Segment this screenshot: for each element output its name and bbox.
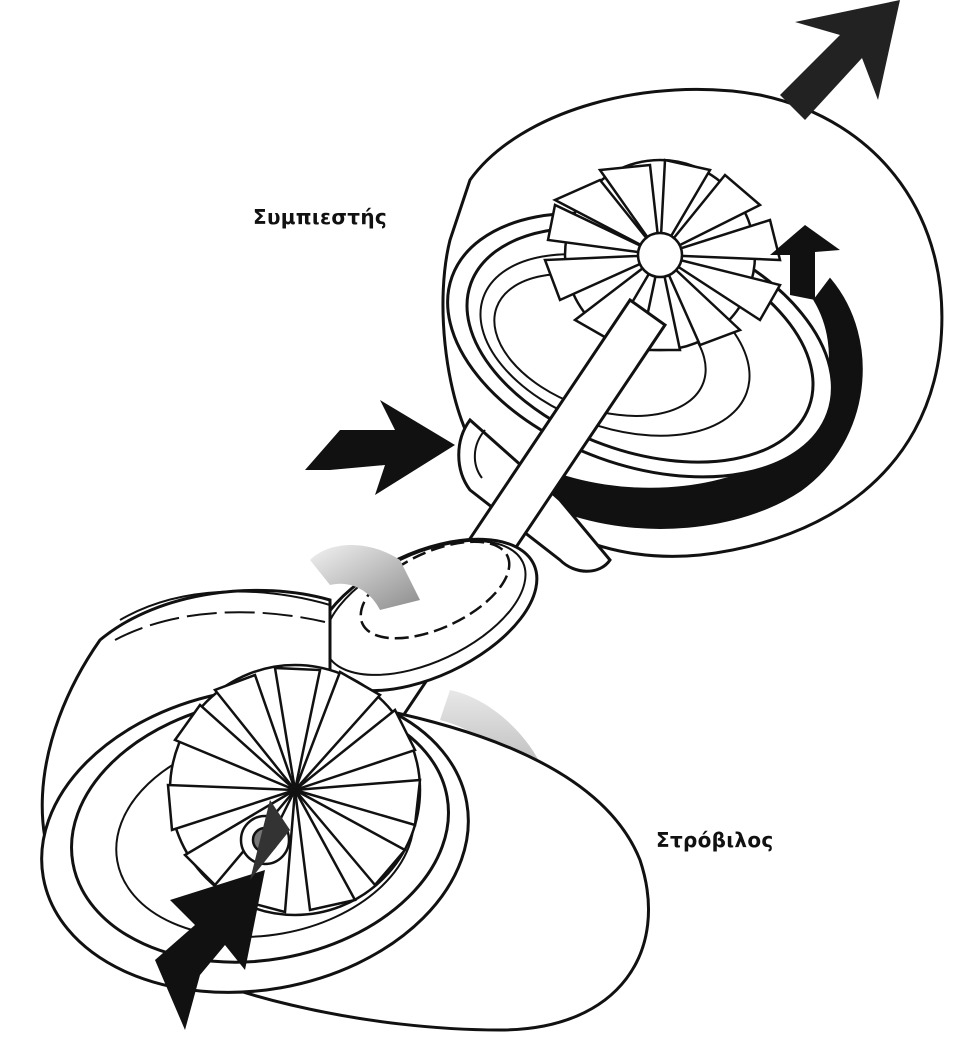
compressor-label: Συμπιεστής xyxy=(253,205,387,229)
arrow-right-icon xyxy=(305,400,455,495)
arrow-up-right-icon xyxy=(780,0,900,120)
turbine-wheel xyxy=(168,665,420,915)
turbine-label: Στρόβιλος xyxy=(656,828,774,852)
